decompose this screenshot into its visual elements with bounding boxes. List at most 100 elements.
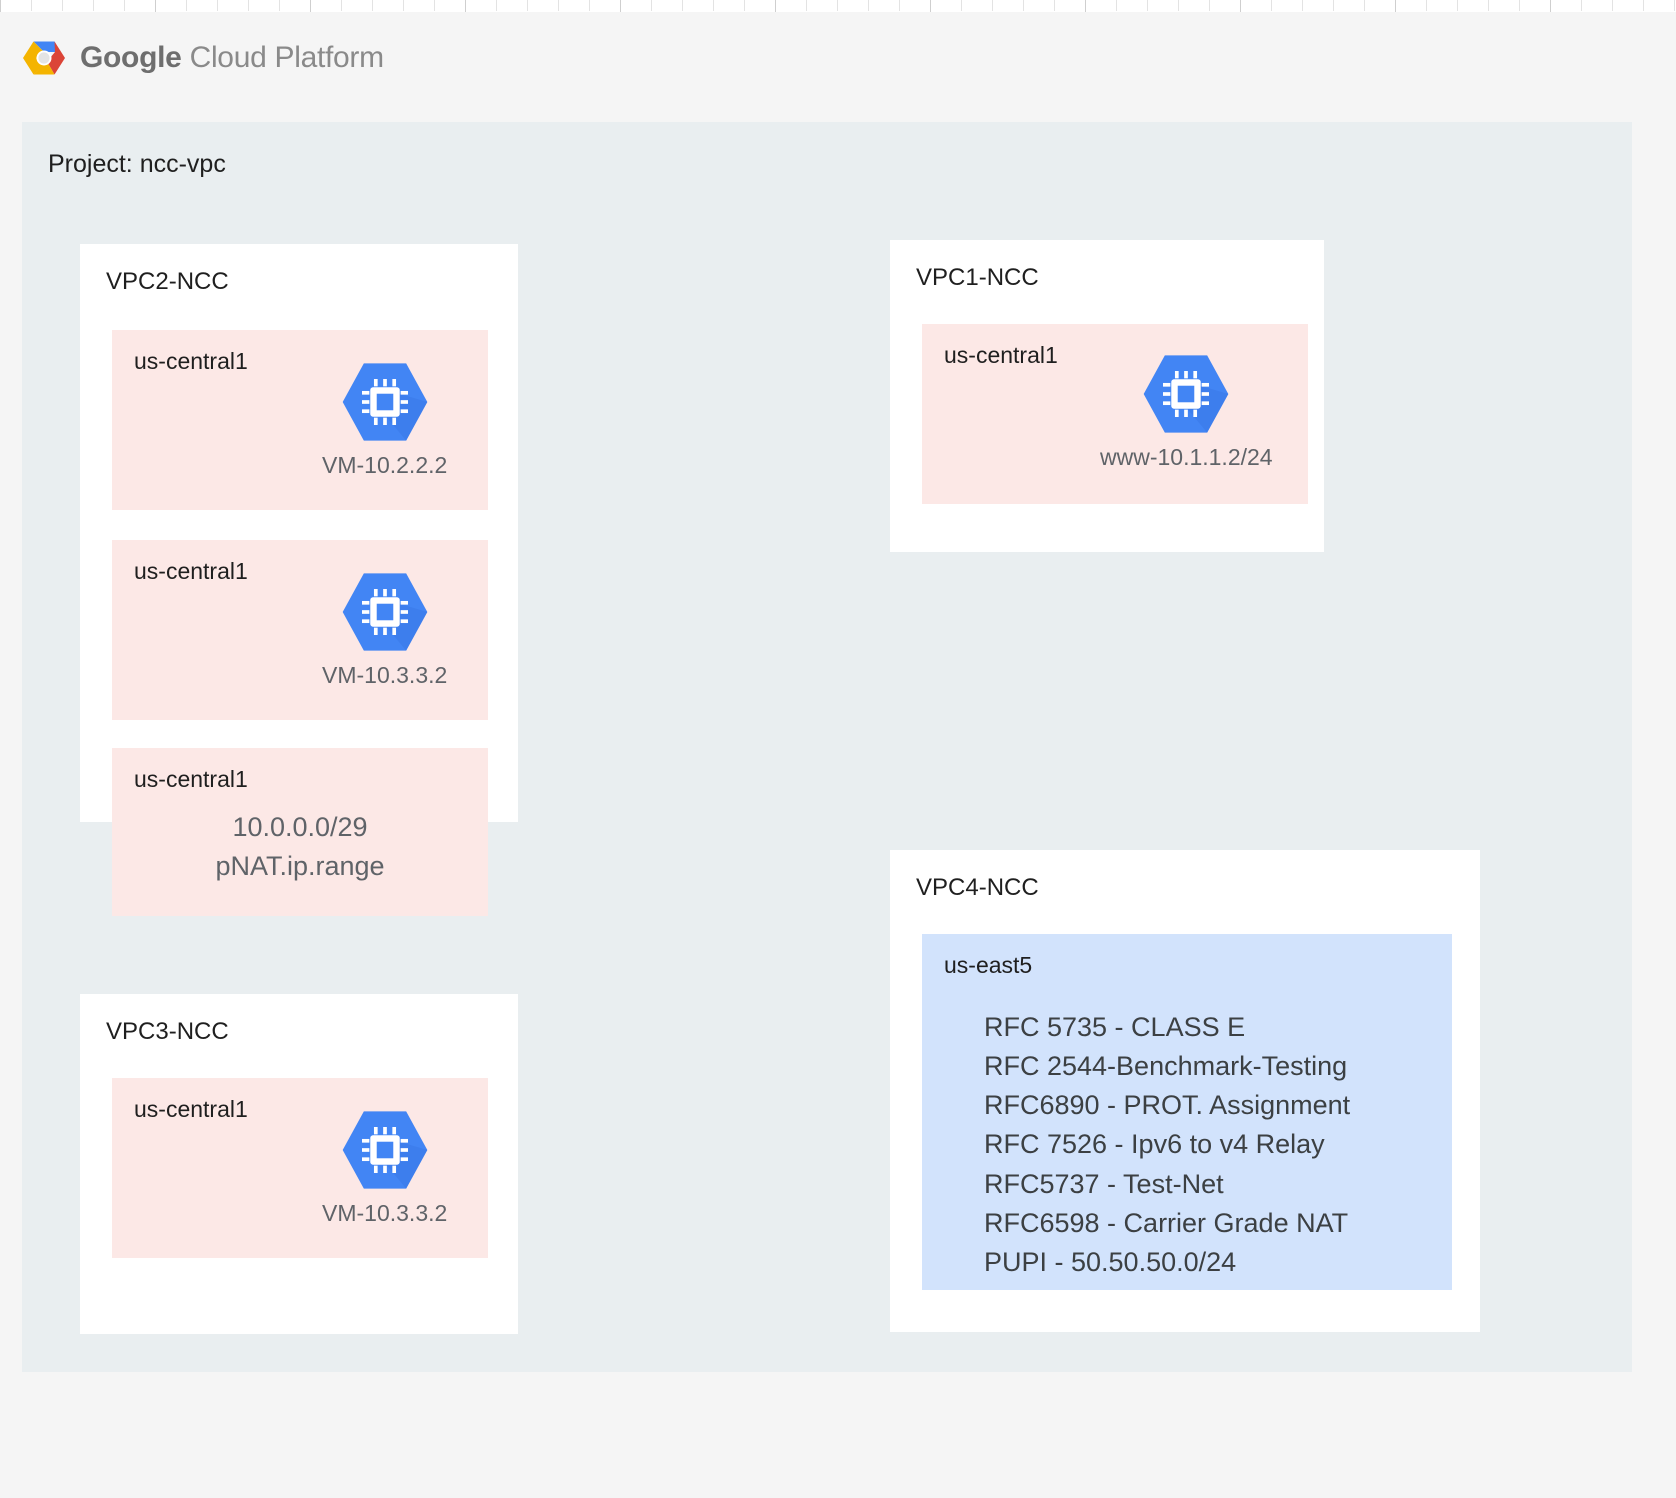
region-box-vpc3-1[interactable]: us-central1: [112, 1078, 488, 1258]
pnat-range-text: 10.0.0.0/29 pNAT.ip.range: [112, 808, 488, 886]
ruler-tick: [1612, 0, 1613, 11]
vm-instance-icon: [1143, 355, 1229, 433]
ruler-tick: [93, 0, 94, 11]
ruler-tick: [1023, 0, 1024, 11]
ruler-tick: [310, 0, 311, 12]
ruler-tick: [1271, 0, 1272, 11]
ruler-tick: [62, 0, 63, 11]
vpc-title-vpc3: VPC3-NCC: [106, 1018, 229, 1045]
vpc-title-vpc4: VPC4-NCC: [916, 874, 1039, 901]
rfc-list: RFC 5735 - CLASS E RFC 2544-Benchmark-Te…: [984, 1008, 1350, 1282]
google-cloud-platform-logo-icon: [22, 36, 66, 80]
ruler-tick: [1488, 0, 1489, 11]
rfc-line: RFC6890 - PROT. Assignment: [984, 1090, 1351, 1121]
pnat-label: pNAT.ip.range: [215, 851, 385, 882]
ruler-tick: [961, 0, 962, 11]
vm-instance-icon: [342, 1111, 427, 1189]
rfc-line: RFC5737 - Test-Net: [984, 1168, 1224, 1199]
ruler-tick: [1054, 0, 1055, 11]
vm-caption-vpc2-1: VM-10.2.2.2: [322, 452, 448, 478]
ruler-tick: [620, 0, 621, 12]
vpc-title-vpc2: VPC2-NCC: [106, 268, 229, 295]
ruler-tick: [1457, 0, 1458, 11]
ruler-tick: [899, 0, 900, 11]
ruler-tick: [744, 0, 745, 11]
ruler-tick: [527, 0, 528, 11]
region-box-vpc2-3[interactable]: us-central1 10.0.0.0/29 pNAT.ip.range: [112, 748, 488, 916]
ruler-tick: [0, 0, 1, 12]
ruler-tick: [31, 0, 32, 11]
ruler-tick: [1395, 0, 1396, 12]
ruler-tick: [558, 0, 559, 11]
ruler-strip: [0, 0, 1676, 12]
gcp-wordmark-bold: Google: [80, 41, 182, 74]
ruler-tick: [1364, 0, 1365, 11]
ruler-tick: [1674, 0, 1675, 11]
project-title: Project: ncc-vpc: [48, 150, 226, 178]
vm-instance-icon: [342, 573, 427, 651]
ruler-tick: [1426, 0, 1427, 11]
ruler-tick: [217, 0, 218, 11]
ruler-tick: [1550, 0, 1551, 12]
region-box-vpc2-2[interactable]: us-central1: [112, 540, 488, 720]
vpc-panel-vpc2[interactable]: VPC2-NCC us-central1: [80, 244, 518, 916]
ruler-tick: [868, 0, 869, 11]
diagram-canvas: Google Cloud Platform Project: ncc-vpc V…: [0, 12, 1676, 1498]
ruler-tick: [1643, 0, 1644, 11]
rfc-line: RFC 7526 - Ipv6 to v4 Relay: [984, 1129, 1325, 1160]
ruler-tick: [279, 0, 280, 11]
pnat-cidr: 10.0.0.0/29: [232, 812, 368, 842]
vpc-panel-vpc4[interactable]: VPC4-NCC us-east5 RFC 5735 - CLASS E RFC…: [890, 850, 1480, 1332]
ruler-tick: [248, 0, 249, 11]
ruler-tick: [651, 0, 652, 11]
vpc-panel-vpc3[interactable]: VPC3-NCC us-central1: [80, 994, 518, 1334]
ruler-tick: [403, 0, 404, 11]
ruler-tick: [1519, 0, 1520, 11]
ruler-tick: [341, 0, 342, 11]
ruler-tick: [155, 0, 156, 12]
rfc-line: PUPI - 50.50.50.0/24: [984, 1246, 1237, 1277]
ruler-tick: [372, 0, 373, 11]
ruler-tick: [1302, 0, 1303, 11]
ruler-tick: [992, 0, 993, 11]
ruler-tick: [930, 0, 931, 12]
ruler-tick: [806, 0, 807, 11]
region-label-vpc2-1: us-central1: [134, 348, 248, 374]
vm-caption-vpc1-1: www-10.1.1.2/24: [1100, 444, 1273, 470]
region-label-vpc2-2: us-central1: [134, 558, 248, 584]
ruler-tick: [124, 0, 125, 11]
project-frame: Project: ncc-vpc VPC2-NCC us-central1: [22, 122, 1632, 1372]
vm-group-vpc1-1[interactable]: www-10.1.1.2/24: [1100, 348, 1273, 471]
region-box-vpc2-1[interactable]: us-central1: [112, 330, 488, 510]
vm-caption-vpc2-2: VM-10.3.3.2: [322, 662, 448, 688]
gcp-brand-header: Google Cloud Platform: [22, 30, 384, 86]
region-label-vpc1-1: us-central1: [944, 342, 1058, 368]
rfc-line: RFC 2544-Benchmark-Testing: [984, 1051, 1348, 1082]
ruler-tick: [775, 0, 776, 12]
ruler-tick: [1178, 0, 1179, 11]
vpc-title-vpc1: VPC1-NCC: [916, 264, 1039, 291]
rfc-line: RFC6598 - Carrier Grade NAT: [984, 1207, 1349, 1238]
vm-group-vpc2-1[interactable]: VM-10.2.2.2: [322, 356, 447, 479]
region-label-vpc3-1: us-central1: [134, 1096, 248, 1122]
gcp-wordmark: Google Cloud Platform: [80, 41, 384, 75]
vm-instance-icon: [342, 363, 427, 441]
ruler-tick: [682, 0, 683, 11]
ruler-tick: [1209, 0, 1210, 11]
ruler-tick: [496, 0, 497, 11]
ruler-tick: [589, 0, 590, 11]
ruler-tick: [1116, 0, 1117, 11]
ruler-tick: [1147, 0, 1148, 11]
region-box-vpc1-1[interactable]: us-central1: [922, 324, 1308, 504]
vpc-panel-vpc1[interactable]: VPC1-NCC us-central1: [890, 240, 1324, 552]
ruler-tick: [1085, 0, 1086, 12]
vm-group-vpc2-2[interactable]: VM-10.3.3.2: [322, 566, 447, 689]
region-label-vpc2-3: us-central1: [134, 766, 248, 792]
ruler-tick: [186, 0, 187, 11]
region-label-vpc4-1: us-east5: [944, 952, 1033, 978]
ruler-tick: [465, 0, 466, 12]
ruler-tick: [1333, 0, 1334, 11]
ruler-tick: [713, 0, 714, 11]
region-box-vpc4-1[interactable]: us-east5 RFC 5735 - CLASS E RFC 2544-Ben…: [922, 934, 1452, 1290]
vm-group-vpc3-1[interactable]: VM-10.3.3.2: [322, 1104, 447, 1227]
